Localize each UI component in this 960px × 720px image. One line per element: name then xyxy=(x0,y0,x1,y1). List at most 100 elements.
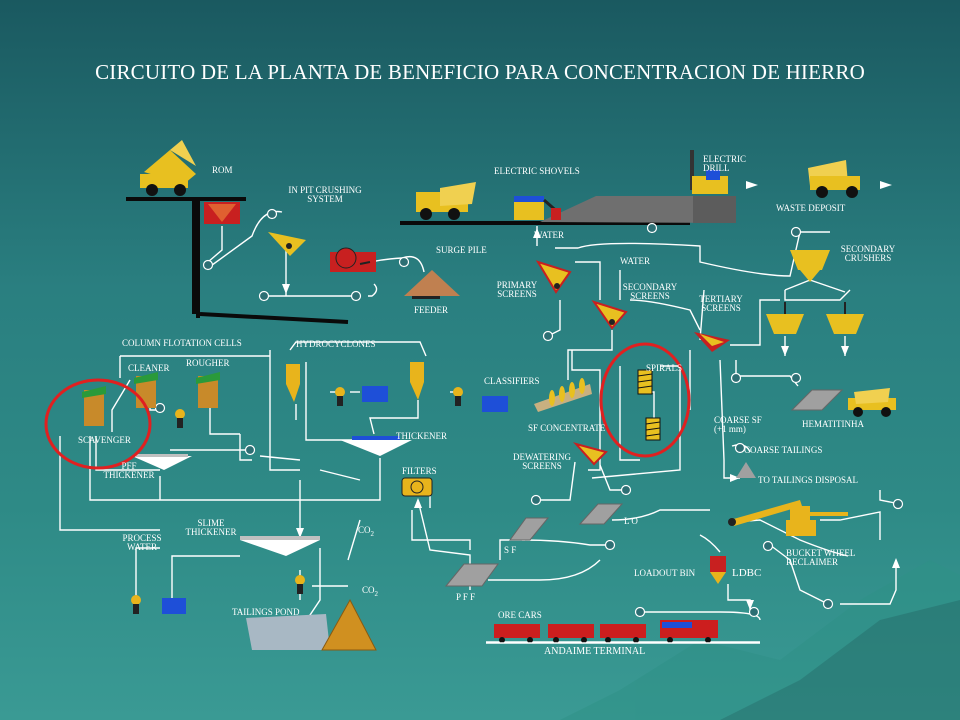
flotation-cleaner xyxy=(134,372,158,408)
label-co2-a: CO2 xyxy=(358,525,375,538)
ore-train xyxy=(494,620,718,643)
label-shovels: ELECTRIC SHOVELS xyxy=(494,166,580,176)
label-rougher: ROUGHER xyxy=(186,358,230,368)
label-secondary-screens-text: SECONDARY SCREENS xyxy=(622,282,678,301)
label-tertiary: TERTIARY SCREENS xyxy=(692,295,750,313)
hydrocyclone-1 xyxy=(286,364,300,402)
label-tailings-disposal: TO TAILINGS DISPOSAL xyxy=(758,475,858,485)
process-water-tank xyxy=(162,598,186,614)
tailings-pond xyxy=(246,598,377,651)
label-thickener: THICKENER xyxy=(396,431,447,441)
secondary-crusher-right xyxy=(826,302,864,334)
label-sf: S F xyxy=(504,545,517,555)
pump-hydro-2 xyxy=(453,387,463,406)
arrow-heads xyxy=(282,181,900,610)
label-dewatering: DEWATERING SCREENS xyxy=(506,453,578,471)
label-co2-b: CO2 xyxy=(362,585,379,598)
bucket-wheel-reclaimer xyxy=(728,500,848,536)
label-feeder: FEEDER xyxy=(414,305,449,315)
flotation-scavenger xyxy=(82,386,106,426)
secondary-crusher-main xyxy=(790,250,830,282)
label-co2-b-text: CO xyxy=(362,585,375,595)
hydrocyclone-2 xyxy=(410,362,424,400)
label-secondary-crushers: SECONDARY CRUSHERS xyxy=(830,245,906,263)
label-surge: SURGE PILE xyxy=(436,245,487,255)
tank-hydro-2 xyxy=(482,396,508,412)
secondary-crusher-left xyxy=(766,302,804,334)
label-scavenger: SCAVENGER xyxy=(78,435,131,445)
label-waste: WASTE DEPOSIT xyxy=(776,203,846,213)
surge-pile xyxy=(404,270,460,299)
decorative-hills xyxy=(560,560,960,720)
label-coarse-sf: COARSE SF (+1 mm) xyxy=(714,416,762,434)
label-inpit-text: IN PIT CRUSHING SYSTEM xyxy=(288,185,362,204)
label-ore-cars: ORE CARS xyxy=(498,610,542,620)
sf-pile xyxy=(509,517,550,541)
electric-shovel xyxy=(514,196,561,220)
label-dewatering-text: DEWATERING SCREENS xyxy=(513,452,571,471)
label-pff-thickener: PFF THICKENER xyxy=(94,462,164,480)
process-water-pump xyxy=(131,595,141,614)
label-hydro: HYDROCYCLONES xyxy=(296,339,376,349)
pff-thickener xyxy=(132,454,192,470)
label-water-2: WATER xyxy=(620,256,650,266)
label-andaime: ANDAIME TERMINAL xyxy=(544,646,646,657)
label-secondary-screens: SECONDARY SCREENS xyxy=(614,283,686,301)
label-secondary-crushers-text: SECONDARY CRUSHERS xyxy=(840,244,896,263)
flotation-rougher xyxy=(196,372,220,408)
label-coarse-tailings: COARSE TAILINGS xyxy=(744,445,823,455)
tank-hydro-1 xyxy=(362,386,388,402)
structure-lines xyxy=(126,197,690,324)
filter xyxy=(401,477,433,497)
label-primary: PRIMARY SCREENS xyxy=(492,281,542,299)
rom-dump-truck xyxy=(140,140,196,196)
label-coarse-sf-text: COARSE SF (+1 mm) xyxy=(714,415,762,434)
label-tailings-pond: TAILINGS POND xyxy=(232,607,300,617)
slime-thickener xyxy=(240,536,320,556)
label-drill: ELECTRIC DRILL xyxy=(703,155,746,173)
inpit-motor xyxy=(330,247,376,272)
hematitinha-pile xyxy=(790,389,844,411)
primary-screen xyxy=(535,260,572,294)
haul-truck-shovels xyxy=(416,182,476,220)
label-loadout: LOADOUT BIN xyxy=(634,568,696,578)
label-spirals: SPIRALS xyxy=(646,363,683,373)
secondary-screen xyxy=(591,300,628,330)
label-water-1: WATER xyxy=(534,230,564,240)
rom-hopper xyxy=(204,202,240,224)
label-hematitinha: HEMATITINHA xyxy=(802,419,864,429)
label-process-water: PROCESS WATER xyxy=(112,534,172,552)
label-pff-thickener-text: PFF THICKENER xyxy=(103,461,155,480)
label-sf-concentrate: SF CONCENTRATE xyxy=(528,423,606,433)
pump-hydro-1 xyxy=(335,387,345,406)
highlight-spirals xyxy=(599,342,691,458)
label-slime-text: SLIME THICKENER xyxy=(185,518,237,537)
label-column: COLUMN FLOTATION CELLS xyxy=(122,338,242,348)
label-cleaner: CLEANER xyxy=(128,363,170,373)
label-classifiers: CLASSIFIERS xyxy=(484,376,540,386)
pff-pile xyxy=(444,563,499,587)
label-drill-text: ELECTRIC DRILL xyxy=(703,154,746,173)
highlight-scavenger xyxy=(44,378,152,470)
loadout-bin xyxy=(710,556,726,584)
label-bucket: BUCKET WHEEL RECLAIMER xyxy=(786,549,855,567)
page-title: CIRCUITO DE LA PLANTA DE BENEFICIO PARA … xyxy=(95,60,865,84)
coarse-tailings-pile xyxy=(736,462,756,478)
label-bucket-text: BUCKET WHEEL RECLAIMER xyxy=(786,548,856,567)
label-inpit: IN PIT CRUSHING SYSTEM xyxy=(282,186,368,204)
label-tertiary-text: TERTIARY SCREENS xyxy=(699,294,743,313)
tertiary-screen xyxy=(694,332,730,352)
pit-ground xyxy=(540,196,736,223)
spirals xyxy=(637,369,661,441)
slime-pump xyxy=(295,575,305,594)
dewatering-screen xyxy=(573,442,608,466)
electric-drill xyxy=(690,150,728,194)
label-lo: L O xyxy=(624,516,638,526)
pump-nodes xyxy=(154,208,904,618)
thickener-main xyxy=(340,436,412,456)
label-process-water-text: PROCESS WATER xyxy=(122,533,162,552)
label-rom: ROM xyxy=(212,165,233,175)
label-primary-text: PRIMARY SCREENS xyxy=(496,280,538,299)
label-ldbc: LDBC xyxy=(732,567,762,579)
